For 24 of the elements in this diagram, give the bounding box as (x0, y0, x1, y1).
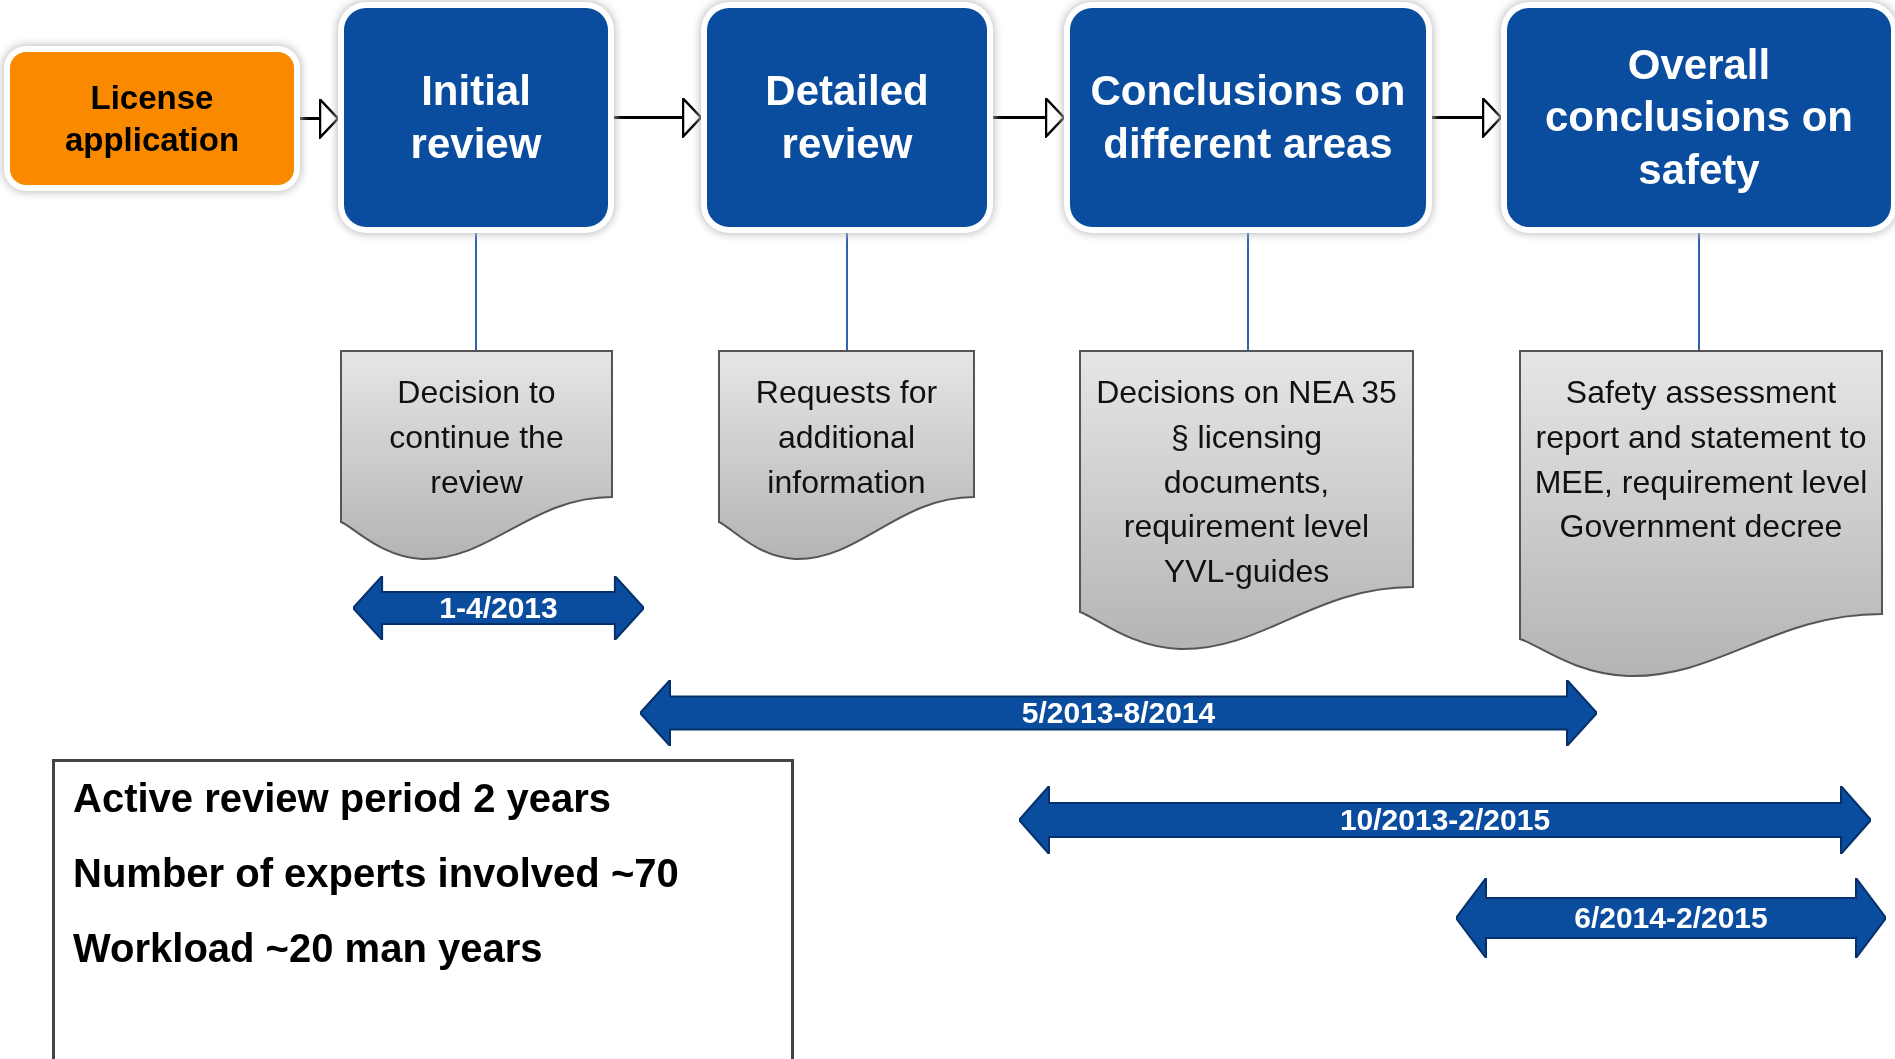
date-label: 10/2013-2/2015 (1339, 803, 1551, 837)
document-shape (1519, 350, 1883, 679)
info-text: Active review period 2 years (73, 776, 612, 821)
date-range-band (1019, 786, 1871, 854)
document-text: Decision to continue the review (388, 373, 565, 502)
document-shape (1079, 350, 1414, 652)
document-text: Safety assessment report and statement to MEE, requirement level Government decree (1533, 373, 1869, 547)
process-arrow (1432, 97, 1503, 138)
date-label: 5/2013-8/2014 (1021, 696, 1216, 730)
document-text: Decisions on NEA 35 § licensing documents, requirement level YVL-guides (1095, 373, 1398, 592)
date-range-band (353, 576, 644, 640)
process-arrow (993, 97, 1066, 138)
info-text: Number of experts involved ~70 (73, 851, 679, 896)
process-arrow (614, 97, 703, 138)
process-arrow (300, 98, 340, 139)
date-label: 6/2014-2/2015 (1574, 901, 1768, 935)
date-range-band (1456, 878, 1886, 958)
document-text: Requests for additional information (754, 373, 939, 502)
date-range-band (640, 680, 1597, 746)
date-label: 1-4/2013 (439, 591, 558, 625)
document-shape (340, 350, 613, 562)
info-box (52, 759, 794, 1059)
info-text: Workload ~20 man years (73, 926, 543, 971)
document-shape (718, 350, 975, 562)
